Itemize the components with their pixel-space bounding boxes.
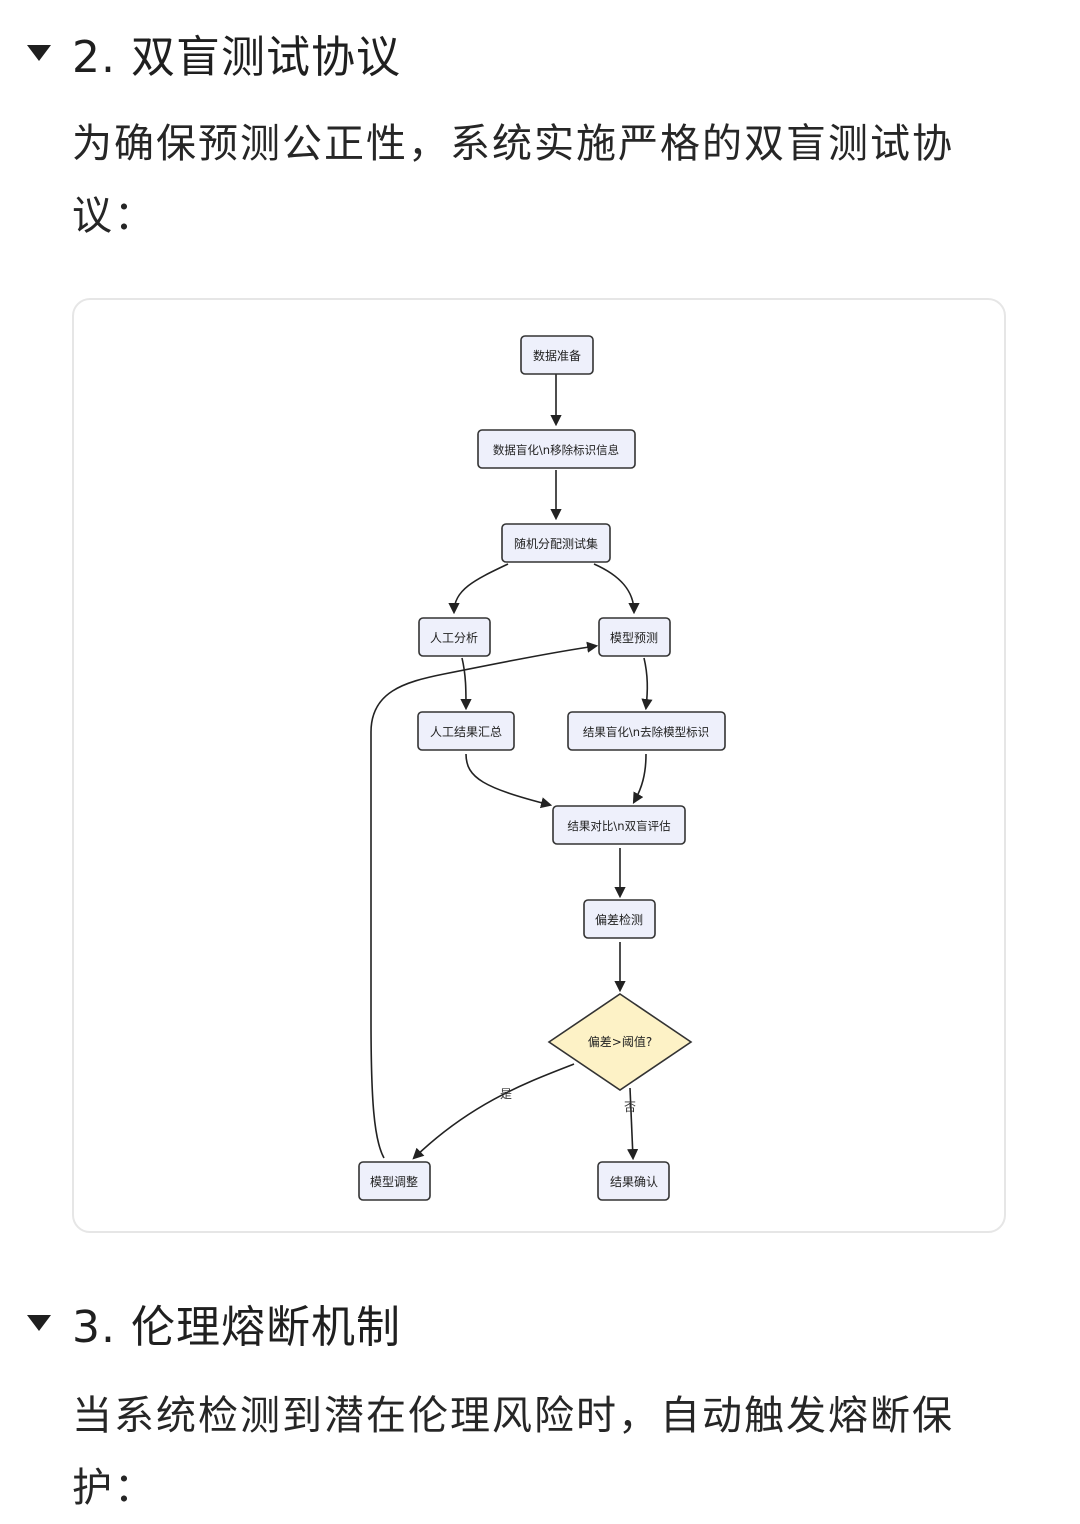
edge-decision-yes: [412, 1063, 575, 1160]
node-bias-detect[interactable]: 偏差检测: [583, 899, 656, 939]
node-decision-label: 偏差>阈值?: [588, 1034, 652, 1049]
node-manual-summary-label: 人工结果汇总: [430, 725, 502, 739]
node-decision[interactable]: 偏差>阈值?: [547, 993, 693, 1091]
section-2-description: 为确保预测公正性，系统实施严格的双盲测试协议：: [72, 121, 954, 239]
edge-summary-to-compare: [465, 753, 553, 809]
section-2-title: 2. 双盲测试协议: [72, 32, 401, 83]
node-data-prep[interactable]: 数据准备: [520, 335, 594, 375]
flowchart-diagram: 是 否 数据准备 数据盲化\n移除标识信息 随机分配测试集 人工分析 模型预测 …: [358, 335, 726, 1201]
node-model-adjust[interactable]: 模型调整: [358, 1161, 431, 1201]
section-3-title: 3. 伦理熔断机制: [72, 1302, 401, 1353]
node-blind-data[interactable]: 数据盲化\n移除标识信息: [477, 429, 636, 469]
node-model-predict-label: 模型预测: [610, 631, 658, 645]
edge-decision-no: [627, 1087, 639, 1161]
node-manual-analysis-label: 人工分析: [430, 631, 478, 645]
edge-label-yes: 是: [500, 1087, 512, 1101]
edge-random-to-manual: [448, 563, 509, 615]
flowchart-card: 是 否 数据准备 数据盲化\n移除标识信息 随机分配测试集 人工分析 模型预测 …: [72, 298, 1006, 1233]
edge-resultblind-to-compare: [632, 753, 647, 804]
node-result-blind-label: 结果盲化\n去除模型标识: [583, 725, 709, 739]
collapse-triangle-icon[interactable]: [22, 1306, 56, 1340]
edge-label-no: 否: [624, 1100, 636, 1114]
edge-manual-to-summary: [460, 657, 472, 711]
flowchart-edges: [370, 374, 653, 1161]
edge-adjust-loop: [370, 641, 599, 1159]
node-confirm[interactable]: 结果确认: [597, 1161, 670, 1201]
section-3-description: 当系统检测到潜在伦理风险时，自动触发熔断保护：: [72, 1393, 954, 1511]
node-bias-detect-label: 偏差检测: [595, 912, 643, 927]
node-random-assign[interactable]: 随机分配测试集: [501, 523, 611, 563]
node-random-assign-label: 随机分配测试集: [514, 536, 598, 551]
node-blind-data-label: 数据盲化\n移除标识信息: [493, 443, 619, 457]
edge-random-to-model: [593, 563, 640, 615]
collapse-triangle-icon[interactable]: [22, 36, 56, 70]
node-model-adjust-label: 模型调整: [370, 1174, 418, 1189]
edge-model-to-resultblind: [641, 657, 653, 711]
node-compare[interactable]: 结果对比\n双盲评估: [552, 805, 686, 845]
node-confirm-label: 结果确认: [610, 1175, 658, 1189]
node-manual-summary[interactable]: 人工结果汇总: [417, 711, 515, 751]
node-model-predict[interactable]: 模型预测: [598, 617, 671, 657]
node-compare-label: 结果对比\n双盲评估: [567, 819, 671, 833]
node-data-prep-label: 数据准备: [533, 348, 581, 363]
node-result-blind[interactable]: 结果盲化\n去除模型标识: [567, 711, 726, 751]
node-manual-analysis[interactable]: 人工分析: [418, 617, 491, 657]
